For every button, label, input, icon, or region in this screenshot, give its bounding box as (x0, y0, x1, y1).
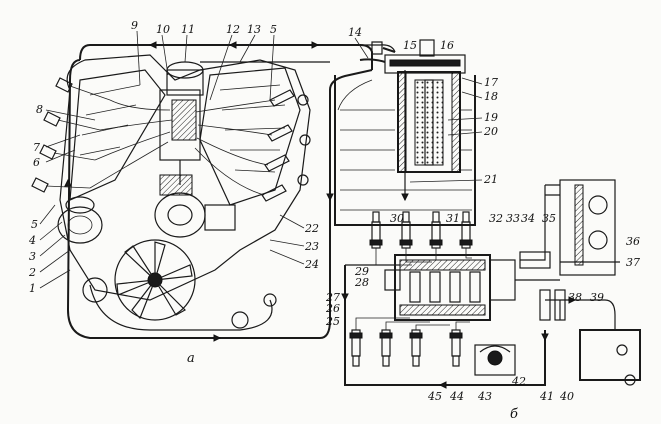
part-label-41: 41 (539, 390, 554, 403)
part-label-11: 11 (181, 23, 195, 36)
left-injectors (31, 77, 111, 193)
part-label-23: 23 (304, 240, 319, 253)
high-pressure-lines (89, 99, 276, 196)
filter-block-36 (520, 179, 620, 276)
fuel-pump (474, 344, 516, 376)
top-injector-row (369, 211, 473, 249)
flywheel (154, 174, 236, 238)
part-label-5-left: 5 (31, 218, 38, 231)
part-label-8: 8 (36, 103, 43, 116)
part-label-36: 36 (626, 235, 640, 248)
part-label-5-top: 5 (270, 23, 277, 36)
part-label-28: 28 (354, 276, 369, 289)
part-label-13: 13 (247, 23, 261, 36)
fine-filters (539, 289, 566, 321)
part-label-19: 19 (484, 111, 498, 124)
part-label-25: 25 (325, 315, 340, 328)
fuel-filter (334, 39, 476, 226)
engine-block (59, 54, 311, 301)
part-label-2: 2 (28, 266, 36, 279)
part-label-6: 6 (33, 156, 40, 169)
part-label-21: 21 (483, 173, 498, 186)
part-label-22: 22 (304, 222, 319, 235)
part-label-44: 44 (449, 390, 464, 403)
part-label-12: 12 (226, 23, 240, 36)
view-label-b: б (510, 407, 518, 422)
part-label-38: 38 (568, 291, 582, 304)
part-label-24: 24 (304, 258, 319, 271)
part-label-30: 30 (390, 212, 404, 225)
part-label-15: 15 (403, 39, 417, 52)
engine-view-a (31, 41, 396, 342)
part-label-31: 31 (446, 212, 460, 225)
part-label-7: 7 (33, 141, 40, 154)
part-label-45: 45 (427, 390, 442, 403)
bottom-injector-row (349, 329, 463, 367)
part-label-42: 42 (511, 375, 526, 388)
part-labels: 1 2 3 4 5 5 6 7 8 9 10 11 12 13 14 15 16… (28, 19, 640, 403)
part-label-35: 35 (542, 212, 556, 225)
schematic-view-b (341, 179, 641, 389)
part-label-3: 3 (29, 250, 36, 263)
part-label-17: 17 (484, 76, 498, 89)
flow-arrows-b (341, 293, 577, 389)
right-injectors (261, 89, 311, 202)
part-label-4: 4 (28, 234, 36, 247)
part-label-26: 26 (325, 302, 340, 315)
injection-pump-b (384, 251, 560, 321)
part-label-9: 9 (131, 19, 138, 32)
part-label-27: 27 (325, 291, 340, 304)
part-label-20: 20 (483, 125, 498, 138)
part-label-40: 40 (559, 390, 574, 403)
injection-pump-a (159, 61, 204, 185)
part-label-37: 37 (626, 256, 640, 269)
fan (114, 239, 196, 321)
part-label-43: 43 (477, 390, 492, 403)
part-label-32: 32 (489, 212, 503, 225)
part-label-18: 18 (484, 90, 498, 103)
part-label-33: 33 (506, 212, 520, 225)
part-label-1: 1 (29, 282, 36, 295)
part-label-29: 29 (354, 265, 369, 278)
part-label-39: 39 (590, 291, 604, 304)
leader-lines (39, 30, 483, 289)
flow-arrows-a (64, 41, 334, 342)
part-label-14: 14 (348, 26, 362, 39)
part-label-16: 16 (440, 39, 454, 52)
view-label-a: а (187, 351, 195, 366)
part-label-34: 34 (521, 212, 535, 225)
part-label-10: 10 (156, 23, 170, 36)
